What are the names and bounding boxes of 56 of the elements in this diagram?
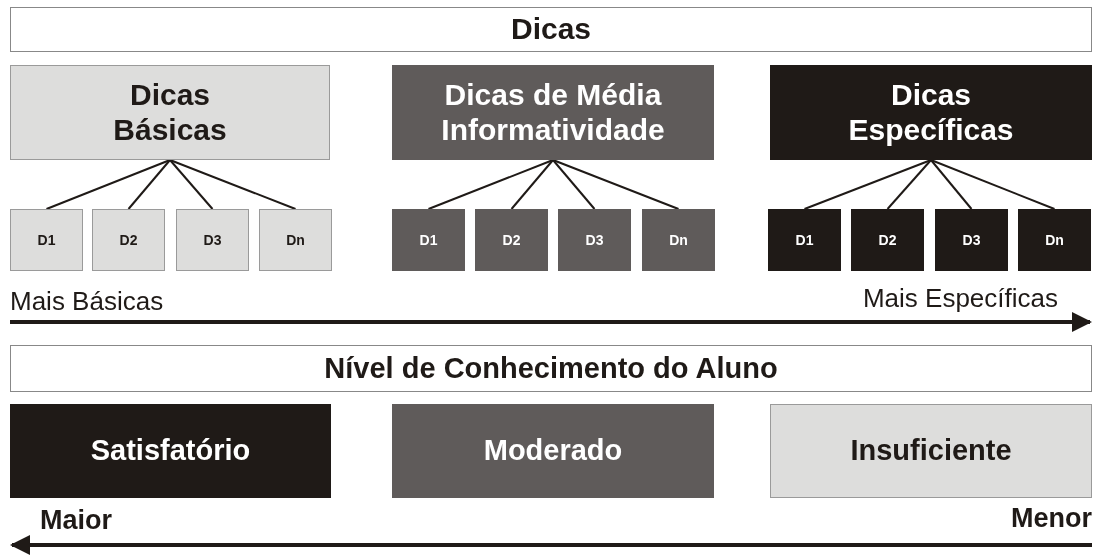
- hint-box: [1018, 209, 1091, 271]
- box-label: Dicas Específicas: [847, 78, 1015, 147]
- connector-line: [169, 159, 297, 210]
- hint-box: [851, 209, 924, 271]
- box-label: Moderado: [483, 434, 623, 468]
- box-label: D3: [203, 231, 222, 249]
- connector-line: [886, 159, 932, 210]
- category-box: [770, 65, 1092, 160]
- category-box: [392, 65, 714, 160]
- hint-box: [935, 209, 1008, 271]
- box-label: Dicas Básicas: [112, 78, 228, 147]
- hint-box: [642, 209, 715, 271]
- box-label: D3: [585, 231, 604, 249]
- hint-box: [392, 209, 465, 271]
- connector-line: [930, 159, 1056, 210]
- scale-label: Maior: [40, 505, 112, 536]
- scale-label: Menor: [1011, 503, 1092, 534]
- hint-box: [10, 209, 83, 271]
- hint-box: [92, 209, 165, 271]
- box-label: D3: [962, 231, 981, 249]
- box-label: Satisfatório: [90, 434, 251, 468]
- connector-line: [45, 159, 171, 210]
- level-box: [770, 404, 1092, 498]
- connector-line: [169, 159, 214, 210]
- hint-box: [558, 209, 631, 271]
- level-box: [10, 404, 331, 498]
- hint-box: [176, 209, 249, 271]
- box-label: D2: [119, 231, 138, 249]
- box-label: D1: [795, 231, 814, 249]
- box-label: Nível de Conhecimento do Aluno: [324, 351, 778, 386]
- header-bar: [10, 7, 1092, 52]
- connector-line: [930, 159, 973, 210]
- box-label: D1: [419, 231, 438, 249]
- box-label: D1: [37, 231, 56, 249]
- box-label: Dicas: [510, 12, 592, 47]
- connector-line: [510, 159, 554, 210]
- box-label: D2: [502, 231, 521, 249]
- level-box: [392, 404, 714, 498]
- box-label: Dn: [286, 231, 305, 249]
- scale-label: Mais Básicas: [10, 286, 164, 317]
- connector-line: [803, 159, 932, 210]
- hint-box: [475, 209, 548, 271]
- connector-line: [552, 159, 596, 210]
- header-bar: [10, 345, 1092, 392]
- box-label: Dicas de Média Informatividade: [440, 78, 666, 147]
- hint-box: [768, 209, 841, 271]
- box-label: D2: [878, 231, 897, 249]
- category-box: [10, 65, 330, 160]
- box-label: Dn: [1045, 231, 1064, 249]
- scale-label: Mais Específicas: [862, 283, 1058, 314]
- hint-box: [259, 209, 332, 271]
- connector-line: [127, 159, 171, 210]
- box-label: Dn: [669, 231, 688, 249]
- connector-line: [427, 159, 554, 210]
- box-label: Insuficiente: [850, 434, 1012, 468]
- connector-line: [552, 159, 680, 210]
